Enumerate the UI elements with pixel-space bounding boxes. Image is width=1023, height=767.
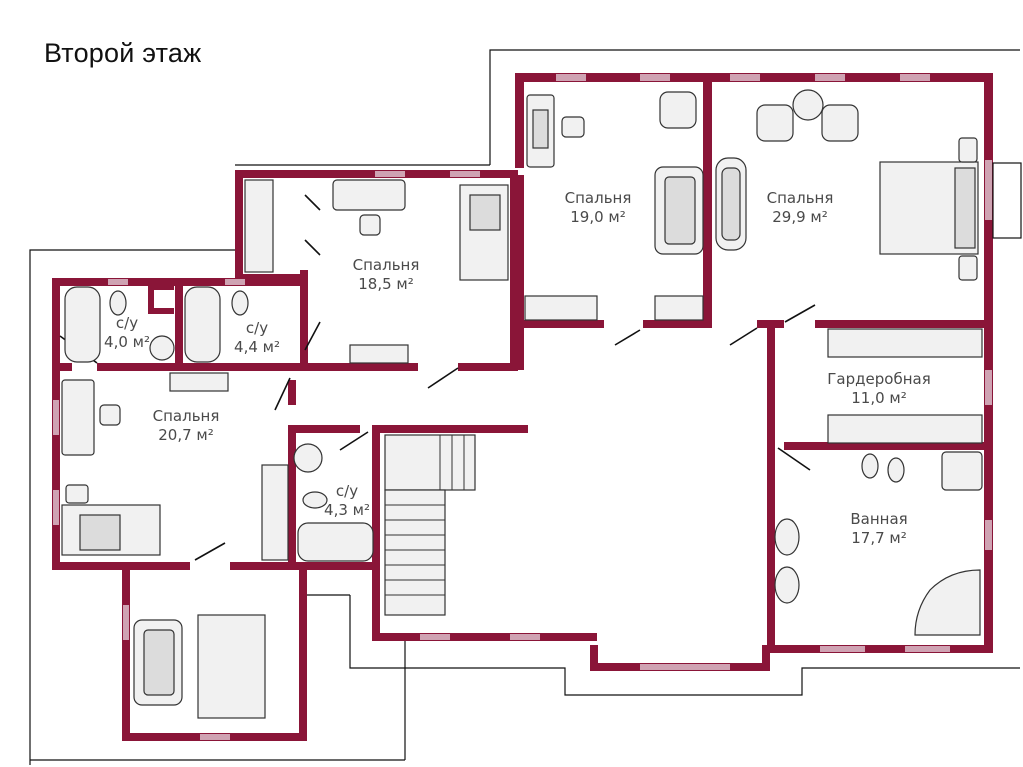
room-label-bedroom-20-7: Спальня 20,7 м² [153, 407, 220, 445]
furniture [61, 89, 983, 719]
room-area: 4,0 м² [104, 333, 150, 351]
room-label-bedroom-18-5: Спальня 18,5 м² [353, 256, 420, 294]
room-name: Спальня [564, 189, 632, 207]
room-label-closet-11-0: Гардеробная 11,0 м² [827, 370, 930, 408]
room-area: 29,9 м² [772, 208, 828, 226]
room-name: Спальня [352, 256, 420, 274]
room-area: 11,0 м² [851, 389, 907, 407]
room-label-bedroom-19-0: Спальня 19,0 м² [565, 189, 632, 227]
room-label-wc-4-3: с/у 4,3 м² [324, 482, 370, 520]
page-title: Второй этаж [44, 38, 202, 68]
outer-outline [29, 49, 1020, 765]
room-name: с/у [245, 319, 269, 337]
room-area: 18,5 м² [358, 275, 414, 293]
room-label-bedroom-29-9: Спальня 29,9 м² [767, 189, 834, 227]
room-area: 17,7 м² [851, 529, 907, 547]
room-area: 19,0 м² [570, 208, 626, 226]
room-name: Ванная [850, 510, 908, 528]
room-name: с/у [335, 482, 359, 500]
room-label-wc-4-4: с/у 4,4 м² [234, 319, 280, 357]
room-area: 20,7 м² [158, 426, 214, 444]
room-label-bathroom-17-7: Ванная 17,7 м² [850, 510, 907, 548]
room-name: Спальня [152, 407, 220, 425]
bay-window [992, 162, 1022, 239]
room-name: Гардеробная [827, 370, 931, 388]
room-area: 4,3 м² [324, 501, 370, 519]
room-area: 4,4 м² [234, 338, 280, 356]
room-name: Спальня [766, 189, 834, 207]
room-name: с/у [115, 314, 139, 332]
room-label-wc-4-0: с/у 4,0 м² [104, 314, 150, 352]
windows [53, 74, 992, 740]
staircase [384, 434, 476, 616]
